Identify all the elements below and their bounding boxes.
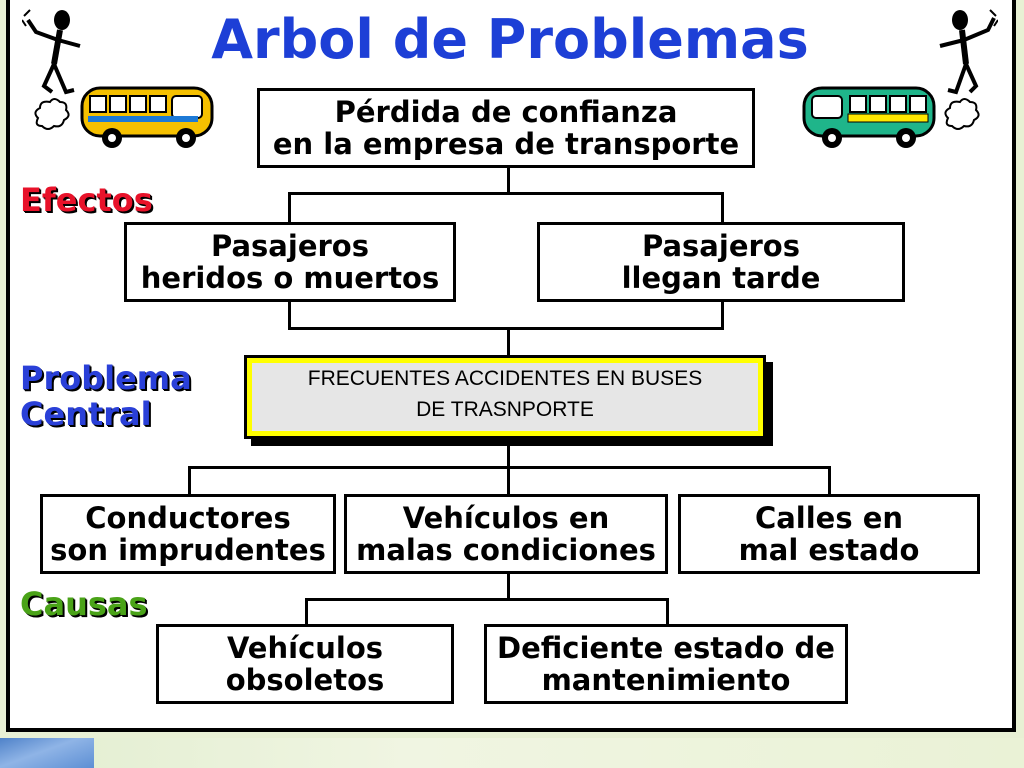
connector xyxy=(507,166,510,194)
node-cause-3: Calles en mal estado xyxy=(678,494,980,574)
bottom-strip xyxy=(0,738,1024,768)
node-cause-1-label: Conductores son imprudentes xyxy=(50,501,326,567)
connector xyxy=(288,192,724,195)
connector xyxy=(666,598,669,626)
node-effect-right: Pasajeros llegan tarde xyxy=(537,222,905,302)
connector xyxy=(828,466,831,496)
section-problema-central: Problema Central xyxy=(20,359,192,433)
connector xyxy=(288,192,291,224)
node-top-effect: Pérdida de confianza en la empresa de tr… xyxy=(257,88,755,168)
node-subcause-1-label: Vehículos obsoletos xyxy=(225,631,385,697)
node-central-problem: FRECUENTES ACCIDENTES EN BUSES DE TRASNP… xyxy=(244,355,766,439)
node-subcause-2-label: Deficiente estado de mantenimiento xyxy=(497,631,835,697)
connector xyxy=(288,300,291,330)
node-subcause-2: Deficiente estado de mantenimiento xyxy=(484,624,848,704)
connector xyxy=(305,598,669,601)
connector xyxy=(721,192,724,224)
connector xyxy=(305,598,308,626)
node-cause-3-label: Calles en mal estado xyxy=(738,501,920,567)
bottom-strip-blue xyxy=(0,738,94,768)
connector xyxy=(288,327,724,330)
connector xyxy=(507,466,510,496)
node-central-problem-inner: FRECUENTES ACCIDENTES EN BUSES DE TRASNP… xyxy=(252,363,758,431)
connector xyxy=(188,466,191,496)
node-central-problem-label: FRECUENTES ACCIDENTES EN BUSES DE TRASNP… xyxy=(307,367,703,421)
node-cause-1: Conductores son imprudentes xyxy=(40,494,336,574)
section-causas: Causas xyxy=(20,585,148,623)
node-effect-left-label: Pasajeros heridos o muertos xyxy=(140,229,440,295)
page-title: Arbol de Problemas xyxy=(211,8,809,71)
node-subcause-1: Vehículos obsoletos xyxy=(156,624,454,704)
node-effect-right-label: Pasajeros llegan tarde xyxy=(621,229,821,295)
bus-green-icon xyxy=(802,86,980,148)
node-cause-2-label: Vehículos en malas condiciones xyxy=(356,501,656,567)
node-top-effect-label: Pérdida de confianza en la empresa de tr… xyxy=(272,95,740,161)
connector xyxy=(721,300,724,330)
node-cause-2: Vehículos en malas condiciones xyxy=(344,494,668,574)
connector xyxy=(507,444,510,468)
section-efectos: Efectos xyxy=(20,181,153,219)
bus-yellow-icon xyxy=(34,86,214,148)
connector xyxy=(507,572,510,600)
stick-figure-left-icon xyxy=(22,9,81,95)
node-effect-left: Pasajeros heridos o muertos xyxy=(124,222,456,302)
connector xyxy=(507,327,510,357)
stick-figure-right-icon xyxy=(939,9,998,95)
